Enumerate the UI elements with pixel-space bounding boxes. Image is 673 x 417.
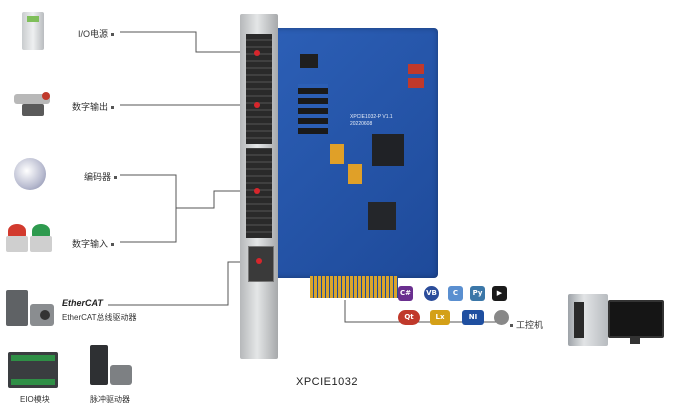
- digital-input-buttons-image: [6, 222, 54, 254]
- linux-icon: Lx: [430, 310, 450, 325]
- label-pulse-driver: 脉冲驱动器: [90, 395, 130, 404]
- board-model-text: XPCIE1032-P V1.1: [350, 114, 393, 120]
- connector-marker: [254, 50, 260, 56]
- encoder-image: [14, 158, 46, 190]
- line-input-to-board: [176, 190, 252, 209]
- label-ethercat-driver: EtherCAT总线驱动器: [62, 313, 137, 322]
- component-block: [348, 164, 362, 184]
- ipc-monitor-image: [608, 300, 664, 338]
- ethercat-servo-image: [6, 290, 56, 330]
- label-ipc: 工控机: [510, 318, 543, 331]
- csharp-icon: C#: [398, 286, 413, 301]
- vb-icon: VB: [424, 286, 439, 301]
- label-digital-output: 数字输出: [72, 100, 115, 113]
- line-ethercat: [108, 261, 250, 306]
- label-encoder: 编码器: [84, 170, 118, 183]
- label-eio-module: EIO模块: [20, 395, 50, 404]
- line-io-power: [120, 31, 252, 53]
- product-caption: XPCIE1032: [296, 376, 358, 388]
- ni-icon: NI: [462, 310, 484, 325]
- component-block: [408, 78, 424, 88]
- python-icon: Py: [470, 286, 485, 301]
- digital-output-valve-image: [12, 90, 52, 120]
- label-digital-input: 数字输入: [72, 237, 115, 250]
- component-block: [408, 64, 424, 74]
- connector-marker: [256, 258, 262, 264]
- eio-module-image: [8, 352, 58, 388]
- pcie-card: XPCIE1032-P V1.1 20220608: [240, 14, 440, 359]
- connector-marker: [254, 188, 260, 194]
- cpp-icon: C: [448, 286, 463, 301]
- component-block: [298, 84, 328, 134]
- labview-icon: ▶: [492, 286, 507, 301]
- component-block: [330, 144, 344, 164]
- rj45-port: [248, 246, 274, 282]
- apple-icon: [494, 310, 509, 325]
- io-power-supply-image: [22, 12, 44, 50]
- qt-icon: Qt: [398, 310, 420, 325]
- connector-marker: [254, 102, 260, 108]
- label-io-power: I/O电源: [78, 27, 115, 40]
- component-block: [300, 54, 318, 68]
- main-chip: [372, 134, 404, 166]
- ipc-monitor-stand: [630, 336, 640, 344]
- ethercat-logo: EtherCAT: [62, 298, 103, 308]
- line-input-bracket: [120, 174, 177, 243]
- pulse-driver-image: [90, 345, 134, 389]
- secondary-chip: [368, 202, 396, 230]
- ipc-tower-image: [568, 294, 608, 346]
- pcie-gold-fingers: [310, 276, 398, 298]
- board-date-text: 20220608: [350, 121, 373, 127]
